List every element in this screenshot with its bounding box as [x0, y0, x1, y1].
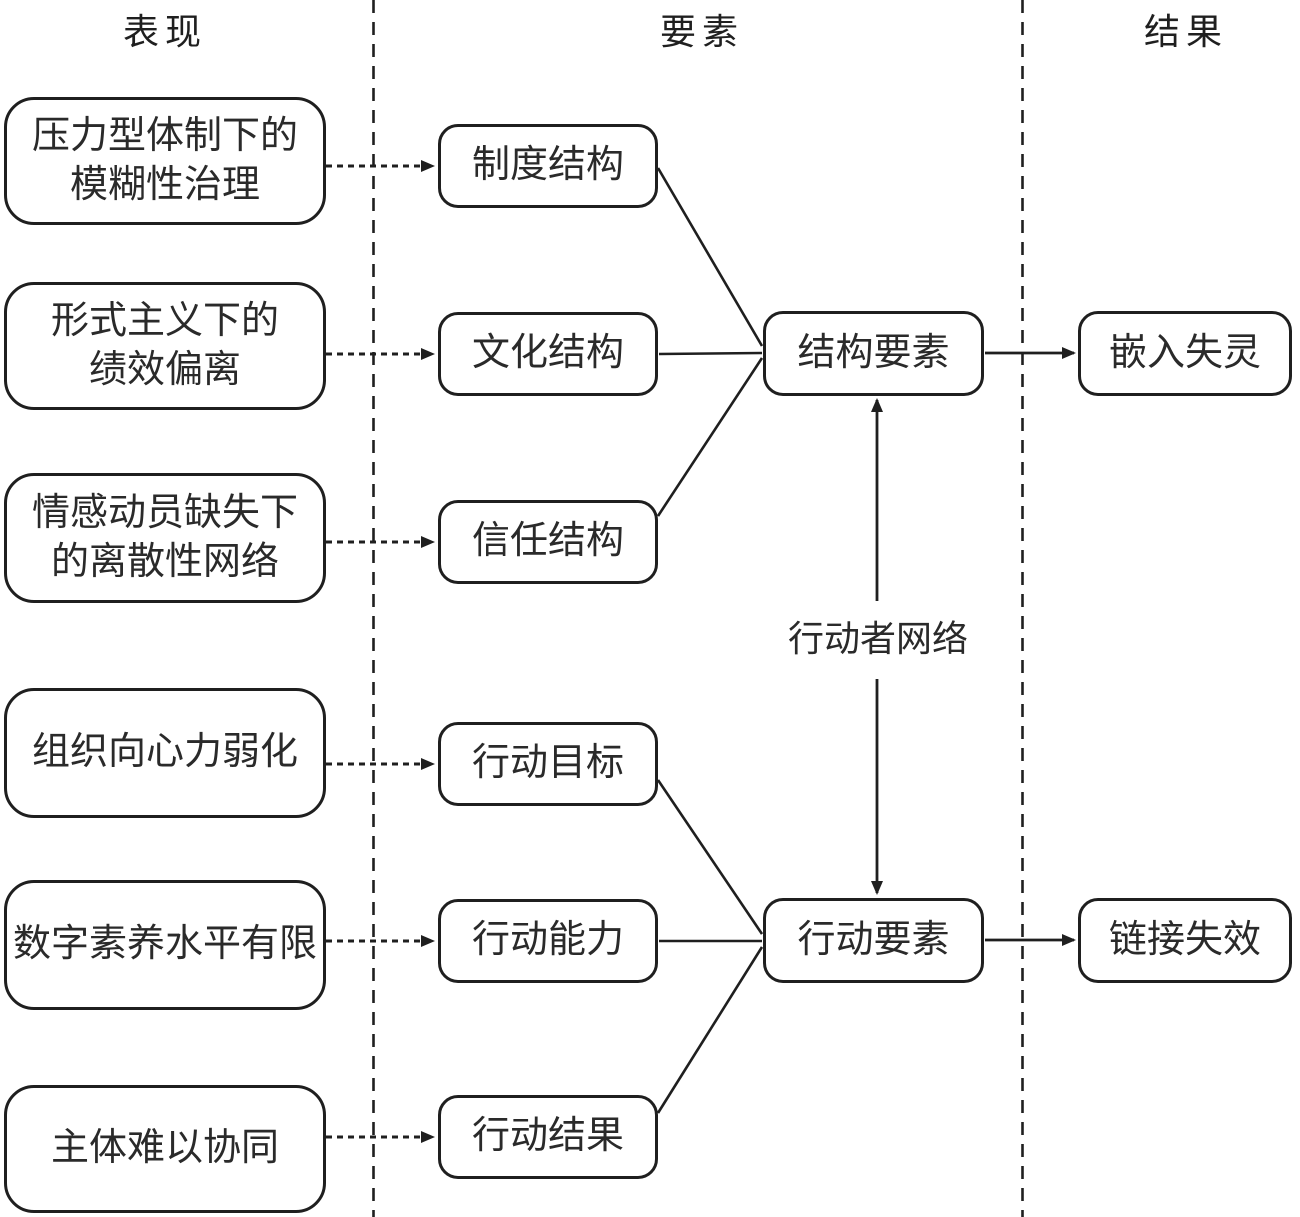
node-embedding-failure: 嵌入失灵 [1078, 311, 1292, 396]
converge-line-cultural [658, 351, 763, 356]
node-ambiguous-governance: 压力型体制下的 模糊性治理 [4, 97, 326, 225]
node-weakened-cohesion: 组织向心力弱化 [4, 688, 326, 818]
node-structural-elements: 结构要素 [763, 311, 984, 396]
column-header-elements: 要素 [659, 12, 744, 52]
node-trust-structure: 信任结构 [438, 500, 658, 584]
actor-network-label: 行动者网络 [787, 619, 968, 659]
column-header-results: 结果 [1143, 12, 1228, 52]
node-action-elements: 行动要素 [763, 898, 984, 983]
node-action-result: 行动结果 [438, 1095, 658, 1179]
converge-line-result [656, 946, 764, 1114]
node-institutional-structure: 制度结构 [438, 124, 658, 208]
node-action-capability: 行动能力 [438, 899, 658, 983]
node-discrete-network: 情感动员缺失下 的离散性网络 [4, 473, 326, 603]
node-performance-deviation: 形式主义下的 绩效偏离 [4, 282, 326, 410]
converge-line-institutional [656, 167, 764, 347]
converge-line-trust [656, 357, 764, 517]
converge-line-goal [656, 779, 764, 935]
node-cultural-structure: 文化结构 [438, 312, 658, 396]
node-link-failure: 链接失效 [1078, 898, 1292, 983]
column-header-performance: 表现 [122, 12, 207, 52]
node-limited-digital-literacy: 数字素养水平有限 [4, 880, 326, 1010]
node-poor-coordination: 主体难以协同 [4, 1085, 326, 1213]
node-action-goal: 行动目标 [438, 722, 658, 806]
